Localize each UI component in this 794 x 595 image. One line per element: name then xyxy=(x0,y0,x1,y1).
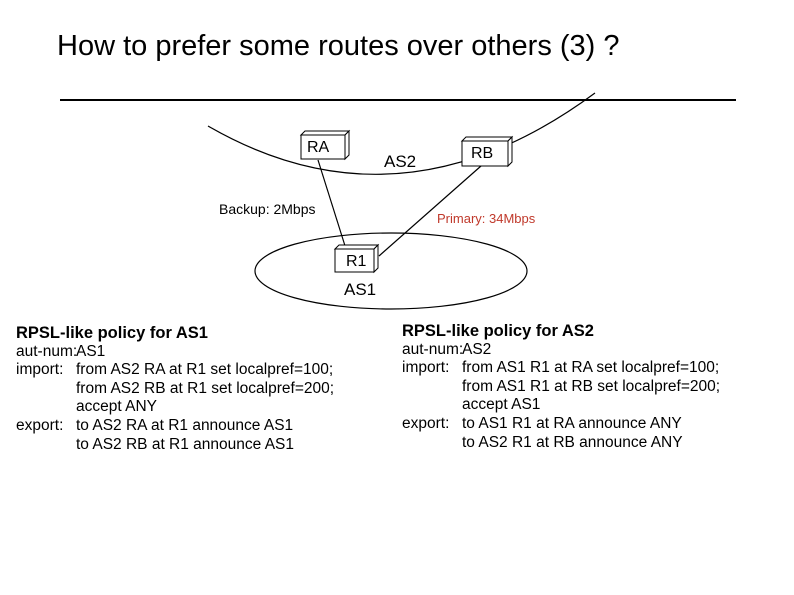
router-ra-label: RA xyxy=(307,139,330,156)
as2-boundary xyxy=(207,92,596,175)
policy-as2: RPSL-like policy for AS2 aut-num:AS2 imp… xyxy=(402,322,720,452)
policy-keyword xyxy=(16,436,76,455)
policy-line: to AS2 R1 at RB announce ANY xyxy=(462,433,683,451)
backup-link xyxy=(317,159,347,250)
policy-keyword xyxy=(402,396,462,415)
primary-link-label: Primary: 34Mbps xyxy=(437,211,536,226)
policy-line: accept AS1 xyxy=(462,396,541,414)
policy-line: to AS1 R1 at RA announce ANY xyxy=(462,414,682,432)
backup-link-label: Backup: 2Mbps xyxy=(219,201,316,217)
policy-keyword: import: xyxy=(402,359,450,377)
as2-label: AS2 xyxy=(384,152,417,171)
policy-keyword: export: xyxy=(16,416,64,434)
policy-keyword xyxy=(402,434,462,453)
policy-keyword: aut-num: xyxy=(402,340,464,358)
policy-as1: RPSL-like policy for AS1 aut-num:AS1 imp… xyxy=(16,324,334,454)
policy-line: to AS2 RA at R1 announce AS1 xyxy=(76,416,294,434)
policy-line: from AS2 RB at R1 set localpref=200; xyxy=(76,379,335,397)
policy-keyword: import: xyxy=(16,361,64,379)
as1-boundary xyxy=(254,232,528,310)
router-rb-label: RB xyxy=(471,145,494,162)
policy-as1-heading: RPSL-like policy for AS1 xyxy=(16,324,208,342)
policy-line: AS2 xyxy=(462,340,492,358)
policy-line: AS1 xyxy=(76,342,106,360)
policy-line: from AS1 R1 at RA set localpref=100; xyxy=(462,359,720,377)
policy-line: to AS2 RB at R1 announce AS1 xyxy=(76,435,295,453)
router-r1-label: R1 xyxy=(346,253,367,270)
router-ra xyxy=(299,129,351,161)
slide-title: How to prefer some routes over others (3… xyxy=(57,30,620,62)
policy-line: accept ANY xyxy=(76,398,157,416)
policy-keyword: aut-num: xyxy=(16,342,78,360)
policy-keyword: export: xyxy=(402,414,450,432)
router-r1 xyxy=(333,243,380,274)
policy-keyword xyxy=(402,378,462,397)
router-rb xyxy=(460,135,514,168)
title-underline xyxy=(60,99,736,101)
primary-link xyxy=(378,165,482,257)
policy-keyword xyxy=(16,380,76,399)
as1-label: AS1 xyxy=(344,280,377,299)
policy-as2-heading: RPSL-like policy for AS2 xyxy=(402,322,594,340)
policy-line: from AS2 RA at R1 set localpref=100; xyxy=(76,361,334,379)
policy-line: from AS1 R1 at RB set localpref=200; xyxy=(462,377,721,395)
policy-keyword xyxy=(16,398,76,417)
